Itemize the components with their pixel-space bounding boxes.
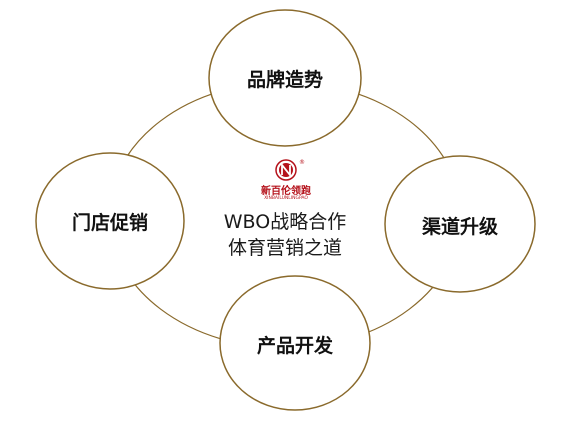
node-circle-left	[35, 152, 185, 290]
brand-emblem-icon: ®	[275, 159, 305, 181]
brand-logo: ® 新百伦领跑 XINBAILUNLINGPAO	[255, 158, 317, 204]
node-label-top: 品牌造势	[246, 69, 323, 91]
center-line-1: WBO战略合作	[223, 211, 347, 233]
node-label-left: 门店促销	[71, 212, 148, 234]
node-label-right: 渠道升级	[421, 216, 498, 238]
node-circle-top	[208, 9, 362, 147]
node-label-bottom: 产品开发	[256, 335, 333, 357]
center-line-2: 体育营销之道	[227, 237, 342, 259]
logo-sub-text: XINBAILUNLINGPAO	[264, 196, 308, 201]
node-circle-bottom	[219, 275, 371, 411]
registered-mark: ®	[299, 159, 305, 166]
node-circle-right	[384, 155, 536, 293]
logo-brand-text: 新百伦领跑	[261, 186, 311, 197]
